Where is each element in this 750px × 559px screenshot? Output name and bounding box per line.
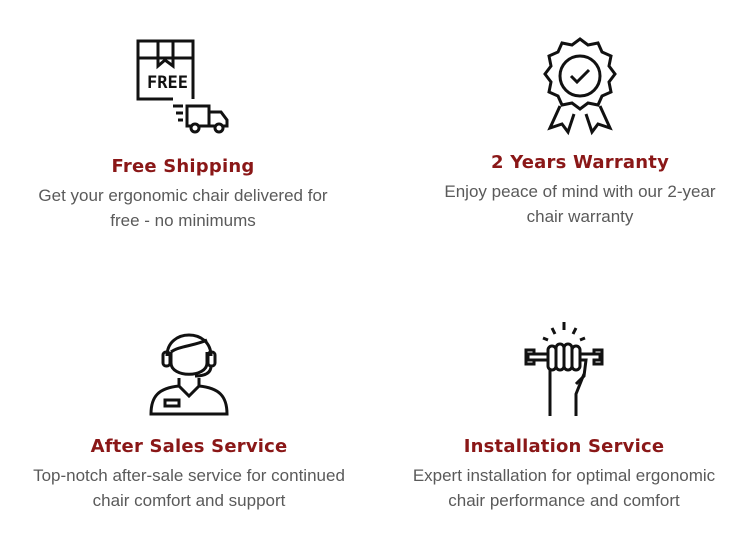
- wrench-fist-icon: [524, 322, 604, 416]
- svg-text:FREE: FREE: [147, 73, 188, 93]
- feature-title: Free Shipping: [111, 156, 255, 177]
- feature-title: Installation Service: [463, 436, 665, 457]
- feature-free-shipping: FREE Free Shipping Get your ergonomic ch…: [0, 36, 373, 233]
- feature-after-sales: After Sales Service Top-notch after-sale…: [0, 318, 379, 513]
- warranty-badge-icon: [543, 37, 617, 136]
- feature-warranty: 2 Years Warranty Enjoy peace of mind wit…: [390, 36, 750, 229]
- feature-title: After Sales Service: [90, 436, 288, 457]
- feature-description: Expert installation for optimal ergonomi…: [412, 466, 716, 510]
- feature-installation: Installation Service Expert installation…: [374, 318, 750, 513]
- support-agent-icon: [149, 333, 229, 416]
- feature-title: 2 Years Warranty: [491, 152, 669, 173]
- free-delivery-box-icon: FREE: [136, 39, 229, 134]
- feature-description: Top-notch after-sale service for continu…: [33, 466, 345, 510]
